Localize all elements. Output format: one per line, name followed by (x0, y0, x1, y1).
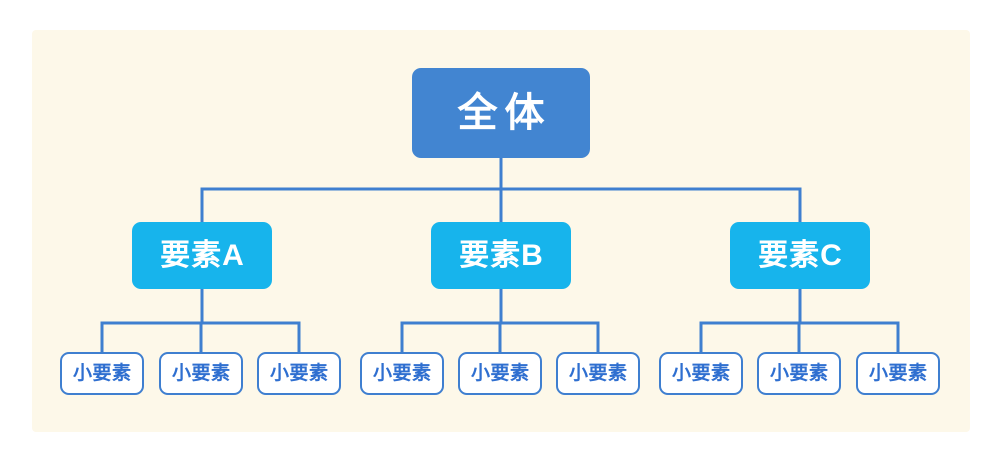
leaf-node-1-3[interactable]: 小要素 (257, 352, 341, 395)
leaf-node-3-1[interactable]: 小要素 (659, 352, 743, 395)
leaf-node-3-2[interactable]: 小要素 (757, 352, 841, 395)
leaf-node-2-2[interactable]: 小要素 (458, 352, 542, 395)
leaf-node-2-1[interactable]: 小要素 (360, 352, 444, 395)
leaf-node-2-3[interactable]: 小要素 (556, 352, 640, 395)
leaf-node-3-3[interactable]: 小要素 (856, 352, 940, 395)
root-node[interactable]: 全体 (412, 68, 590, 158)
branch-node-2[interactable]: 要素B (431, 222, 571, 289)
leaf-node-1-2[interactable]: 小要素 (159, 352, 243, 395)
leaf-node-1-1[interactable]: 小要素 (60, 352, 144, 395)
branch-node-3[interactable]: 要素C (730, 222, 870, 289)
branch-node-1[interactable]: 要素A (132, 222, 272, 289)
